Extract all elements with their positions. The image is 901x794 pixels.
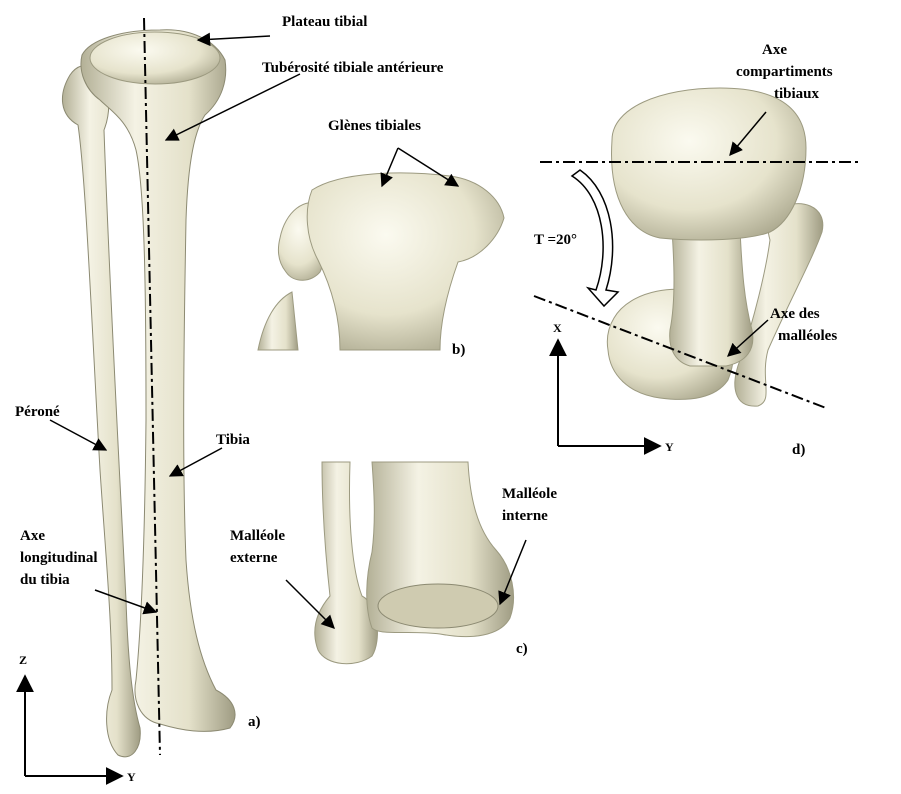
panel-d-plateau <box>612 88 806 240</box>
label-glenes: Glènes tibiales <box>328 118 421 134</box>
panel-c-bones <box>315 462 514 664</box>
panel-b-tibia-head <box>307 173 504 350</box>
label-axe-malleoles-2: malléoles <box>778 328 837 344</box>
panel-label-c: c) <box>516 641 528 657</box>
label-malleole-interne-2: interne <box>502 508 548 524</box>
axis-d-x-label: X <box>553 321 562 335</box>
label-torsion: T =20° <box>534 232 577 248</box>
axis-a-y-label: Y <box>127 770 136 784</box>
label-axe-long-3: du tibia <box>20 572 70 588</box>
label-axe-long-2: longitudinal <box>20 550 98 566</box>
panel-c-fibula <box>315 462 378 664</box>
panel-label-a: a) <box>248 714 261 730</box>
panel-a-bones <box>62 30 235 757</box>
plateau-arrow <box>198 36 270 40</box>
label-plateau-tibial: Plateau tibial <box>282 14 367 30</box>
label-axe-compartiments-2: compartiments <box>736 64 833 80</box>
panel-label-d: d) <box>792 442 805 458</box>
label-axe-compartiments-3: tibiaux <box>774 86 820 102</box>
label-tuberosite: Tubérosité tibiale antérieure <box>262 60 444 76</box>
panel-d-bones <box>607 88 823 406</box>
label-malleole-externe-2: externe <box>230 550 278 566</box>
torsion-arrow <box>572 170 618 306</box>
panel-label-b: b) <box>452 342 465 358</box>
label-perone: Péroné <box>15 404 60 420</box>
label-malleole-interne-1: Malléole <box>502 486 557 502</box>
label-tibia: Tibia <box>216 432 250 448</box>
panel-b-bones <box>258 173 504 350</box>
panel-b-shaft-left <box>258 292 298 350</box>
label-axe-long-1: Axe <box>20 528 45 544</box>
fibula-shape <box>62 65 140 757</box>
panel-c-articular <box>378 584 498 628</box>
label-malleole-externe-1: Malléole <box>230 528 285 544</box>
label-axe-malleoles-1: Axe des <box>770 306 820 322</box>
label-axe-compartiments-1: Axe <box>762 42 787 58</box>
axis-a-z-label: Z <box>19 653 27 667</box>
axis-d-y-label: Y <box>665 440 674 454</box>
